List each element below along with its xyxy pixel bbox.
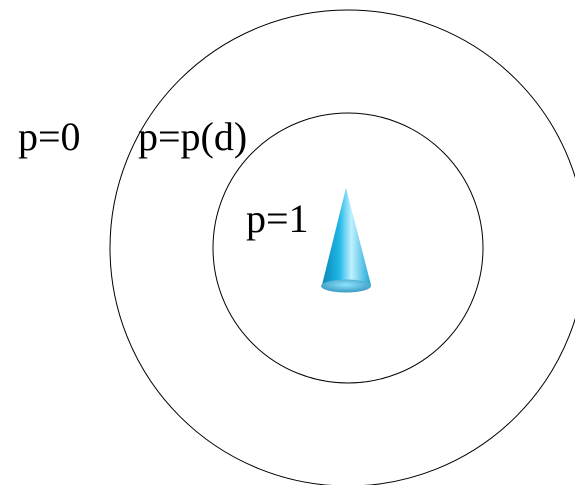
label-outside: p=0: [18, 114, 81, 159]
label-ring: p=p(d): [138, 114, 247, 159]
label-center: p=1: [246, 196, 309, 241]
inner-circle: [212, 112, 484, 384]
outer-circle: [109, 9, 575, 485]
cone-icon: [321, 188, 371, 293]
